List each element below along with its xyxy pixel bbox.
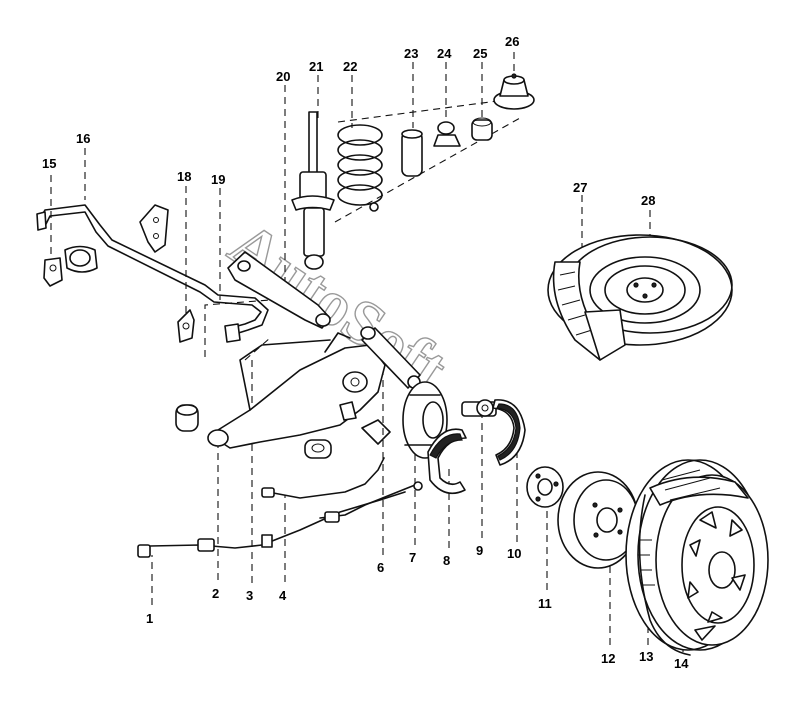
spacer-washer (471, 117, 493, 141)
callout-20: 20 (276, 69, 290, 84)
callout-16: 16 (76, 131, 90, 146)
anti-roll-bar (36, 204, 269, 343)
drop-link (177, 309, 195, 343)
callout-12: 12 (601, 651, 615, 666)
top-mount (493, 73, 535, 110)
callout-11: 11 (538, 596, 552, 611)
wheel-hub (526, 466, 564, 508)
callout-8: 8 (443, 553, 450, 568)
brake-hose (261, 457, 423, 523)
callout-24: 24 (437, 46, 452, 61)
callout-10: 10 (507, 546, 521, 561)
rubber-bushing (433, 121, 461, 147)
bushing-clamp (43, 257, 63, 287)
callout-labels: 1 2 3 4 6 7 8 9 10 11 12 13 14 15 16 18 … (42, 34, 689, 671)
callout-22: 22 (343, 59, 357, 74)
callout-23: 23 (404, 46, 418, 61)
tyre (638, 469, 749, 656)
callout-25: 25 (473, 46, 487, 61)
callout-26: 26 (505, 34, 519, 49)
bump-stop (401, 129, 423, 177)
callout-18: 18 (177, 169, 191, 184)
abs-sensor-cable (137, 491, 406, 558)
callout-27: 27 (573, 180, 587, 195)
arm-pivot-bushing (175, 404, 199, 432)
anti-roll-bar-bushing (64, 245, 98, 273)
arm-rubber-mount (304, 439, 332, 459)
shock-absorber (291, 111, 335, 270)
callout-9: 9 (476, 543, 483, 558)
callout-21: 21 (309, 59, 323, 74)
callout-3: 3 (246, 588, 253, 603)
mounting-bracket (139, 204, 169, 253)
brake-shoe (427, 428, 467, 495)
brake-shoe-rear (492, 399, 526, 466)
leader-lines (50, 52, 684, 652)
callout-14: 14 (674, 656, 689, 671)
wheel-cylinder (461, 399, 497, 417)
callout-13: 13 (639, 649, 653, 664)
spare-wheel (547, 234, 733, 361)
callout-19: 19 (211, 172, 225, 187)
callout-1: 1 (146, 611, 153, 626)
road-wheel (625, 459, 769, 651)
callout-28: 28 (641, 193, 655, 208)
callout-15: 15 (42, 156, 56, 171)
callout-2: 2 (212, 586, 219, 601)
callout-6: 6 (377, 560, 384, 575)
trailing-arm (207, 332, 391, 449)
callout-7: 7 (409, 550, 416, 565)
coil-spring (337, 124, 383, 212)
callout-4: 4 (279, 588, 287, 603)
shock-lower-mount (227, 251, 331, 329)
